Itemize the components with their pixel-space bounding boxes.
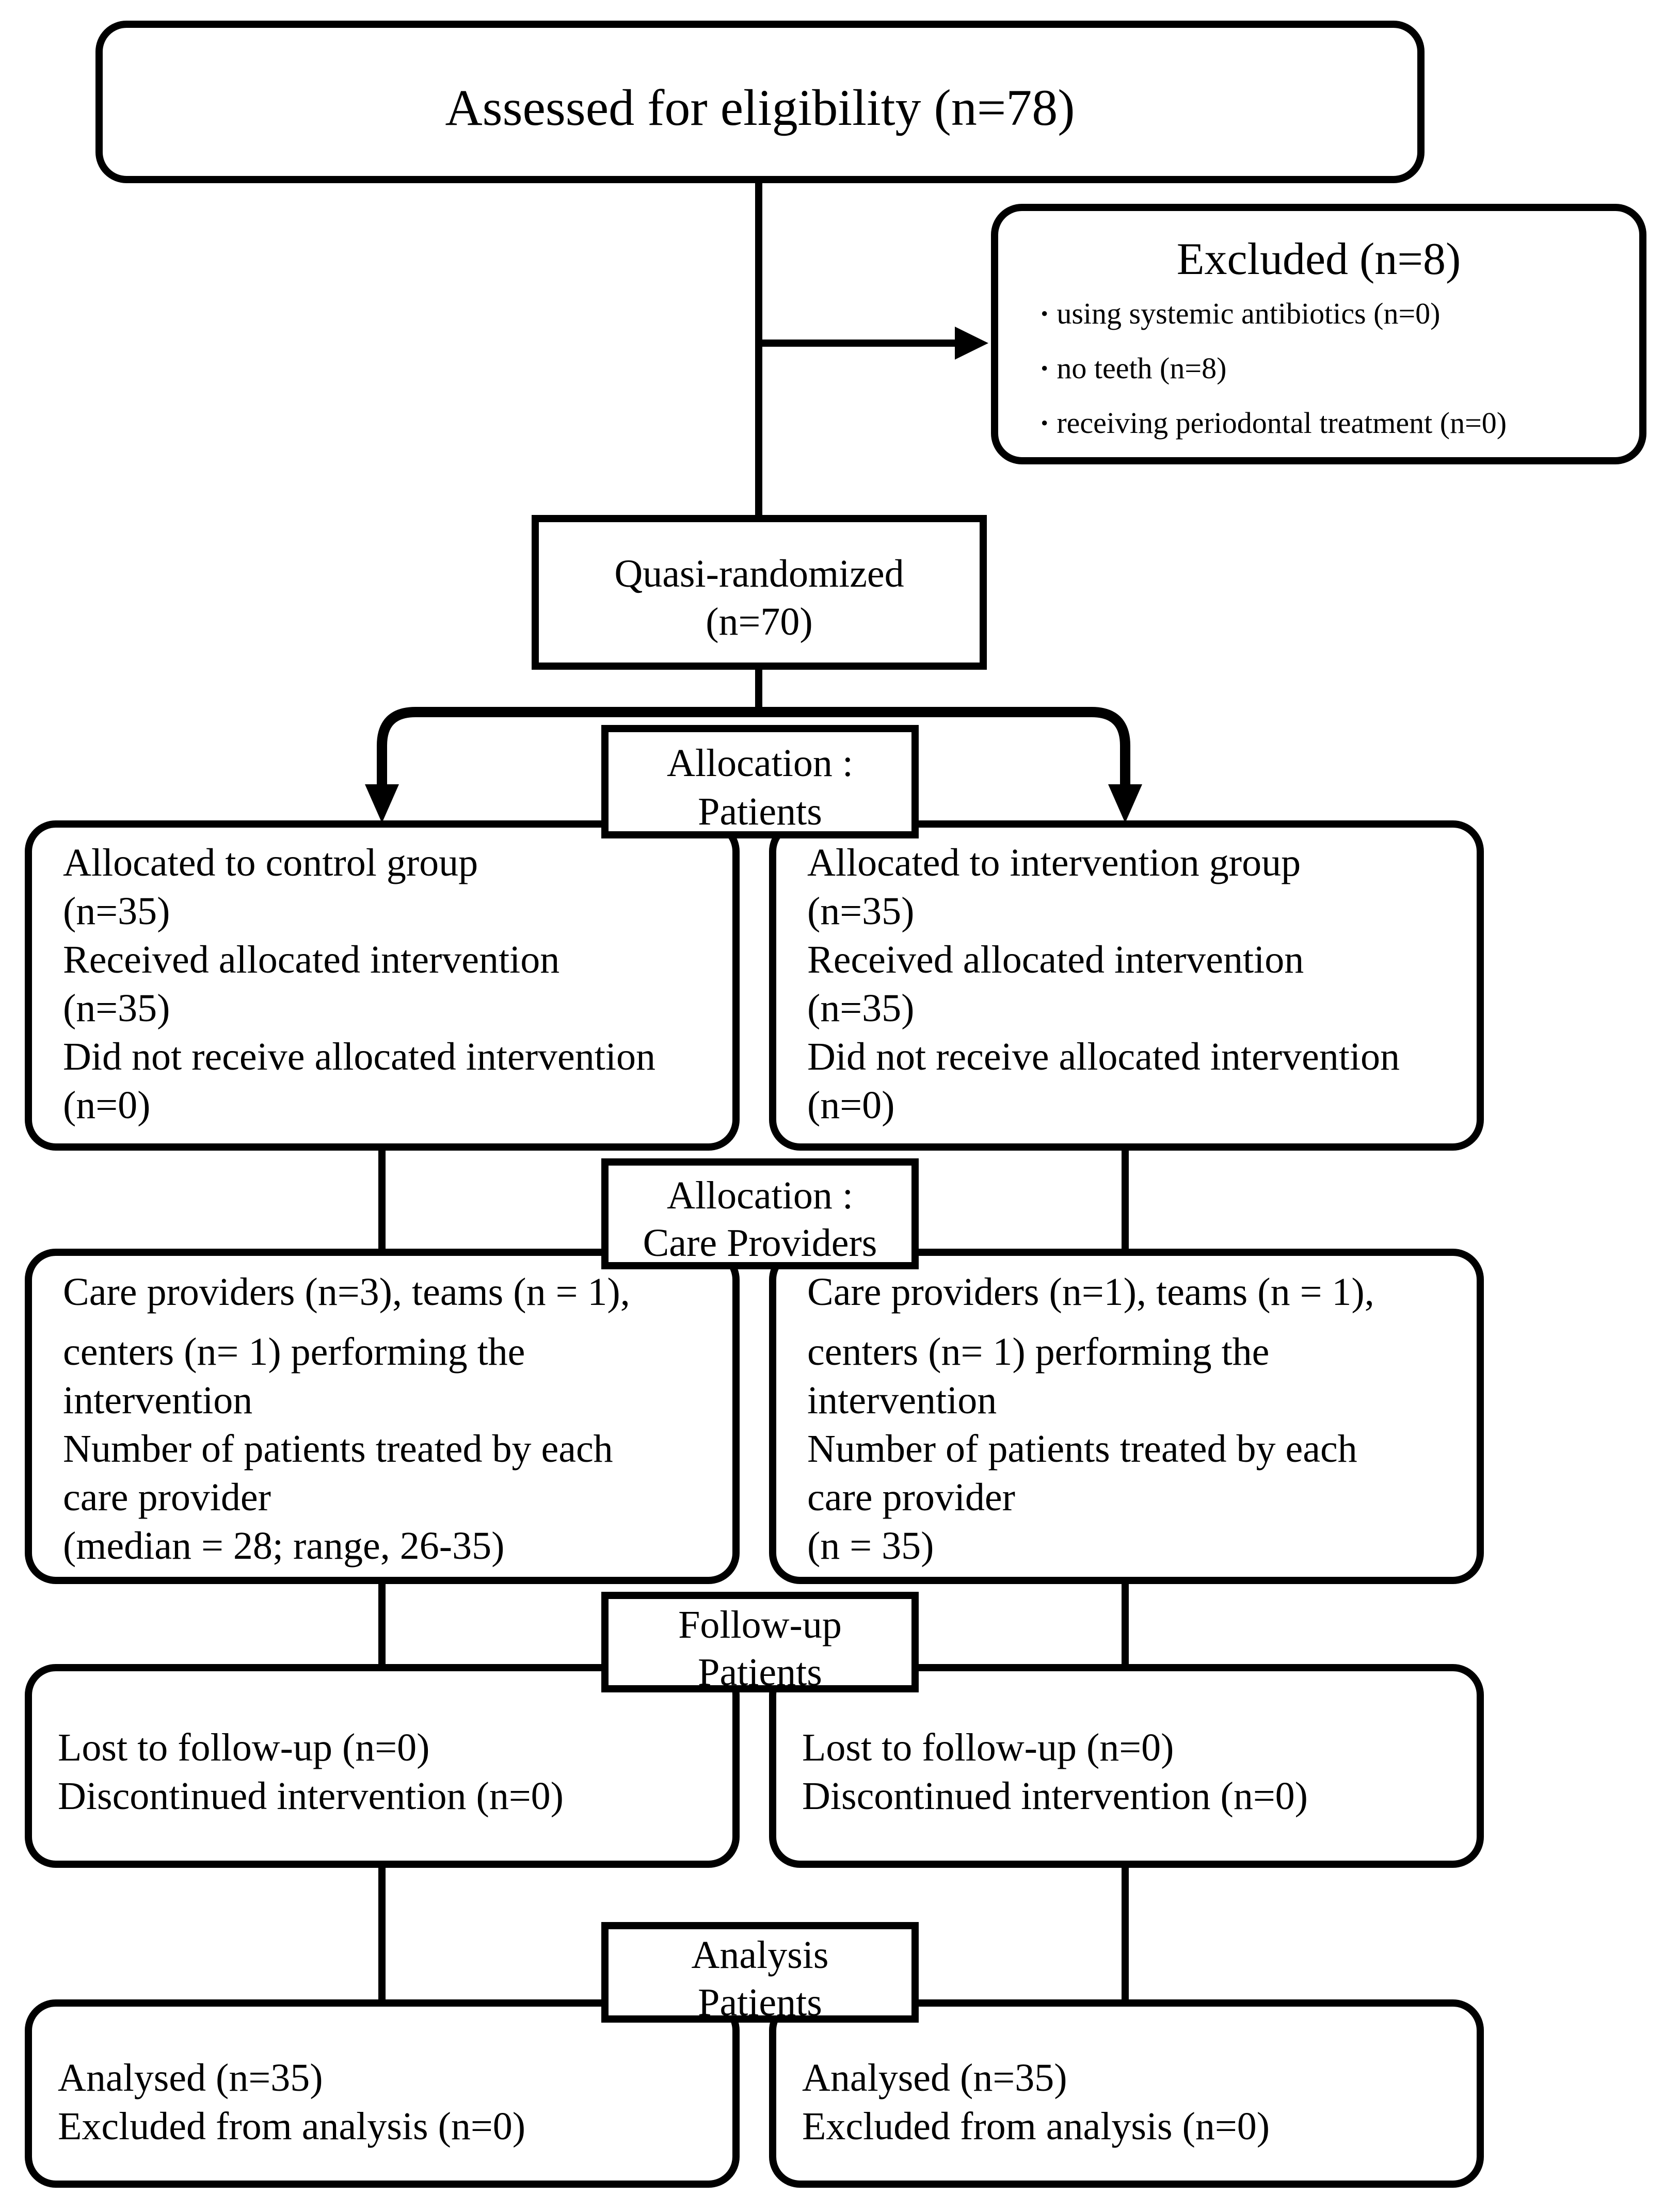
control-care-line: centers (n= 1) performing the xyxy=(63,1330,525,1374)
excluded-title: Excluded (n=8) xyxy=(1176,234,1461,284)
intervention-care-line: Number of patients treated by each xyxy=(807,1427,1357,1471)
intervention-followup-line: Lost to follow-up (n=0) xyxy=(802,1726,1174,1769)
stage-label-line: Patients xyxy=(698,1981,822,2024)
control-analysis-line: Excluded from analysis (n=0) xyxy=(58,2105,526,2148)
control-care-line: (median = 28; range, 26-35) xyxy=(63,1524,505,1568)
split-left-curve xyxy=(377,707,759,789)
stage-label-line: Analysis xyxy=(691,1933,829,1977)
excluded-box: Excluded (n=8) using systemic antibiotic… xyxy=(991,204,1646,464)
arrowhead-left xyxy=(365,784,399,823)
intervention-care-line: (n = 35) xyxy=(807,1524,934,1568)
randomized-label: Quasi-randomized xyxy=(614,552,904,595)
intervention-allocation-line: Allocated to intervention group xyxy=(807,841,1301,884)
intervention-allocation-box: Allocated to intervention group (n=35) R… xyxy=(769,820,1484,1151)
allocation-care-label: Allocation : Care Providers xyxy=(601,1158,919,1269)
intervention-care-line: centers (n= 1) performing the xyxy=(807,1330,1270,1374)
excluded-reason: no teeth (n=8) xyxy=(1039,353,1226,383)
followup-label: Follow-up Patients xyxy=(601,1592,919,1692)
control-allocation-line: Allocated to control group xyxy=(63,841,478,884)
excluded-reason: using systemic antibiotics (n=0) xyxy=(1039,299,1440,329)
stage-label-line: Patients xyxy=(698,790,822,833)
control-care-line: Care providers (n=3), teams (n = 1), xyxy=(63,1270,630,1314)
split-right-curve xyxy=(759,707,1130,789)
intervention-care-line: care provider xyxy=(807,1476,1015,1519)
allocation-patients-label: Allocation : Patients xyxy=(601,725,919,838)
arrowhead-excluded xyxy=(955,327,988,360)
intervention-followup-box: Lost to follow-up (n=0) Discontinued int… xyxy=(769,1664,1484,1868)
stage-label-line: Patients xyxy=(698,1651,822,1694)
intervention-allocation-line: Received allocated intervention xyxy=(807,938,1304,981)
excluded-reason: receiving periodontal treatment (n=0) xyxy=(1039,408,1507,438)
control-allocation-line: (n=0) xyxy=(63,1084,151,1127)
intervention-analysis-line: Analysed (n=35) xyxy=(802,2056,1067,2100)
control-analysis-line: Analysed (n=35) xyxy=(58,2056,323,2100)
intervention-allocation-line: (n=35) xyxy=(807,987,915,1030)
intervention-care-line: intervention xyxy=(807,1379,997,1422)
control-followup-box: Lost to follow-up (n=0) Discontinued int… xyxy=(25,1664,740,1868)
intervention-allocation-line: (n=35) xyxy=(807,890,915,933)
randomized-box: Quasi-randomized (n=70) xyxy=(532,515,987,670)
control-allocation-line: Did not receive allocated intervention xyxy=(63,1035,655,1078)
assessed-text: Assessed for eligibility (n=78) xyxy=(445,79,1075,136)
intervention-analysis-line: Excluded from analysis (n=0) xyxy=(802,2105,1270,2148)
intervention-analysis-box: Analysed (n=35) Excluded from analysis (… xyxy=(769,1999,1484,2188)
intervention-allocation-line: (n=0) xyxy=(807,1084,895,1127)
stage-label-line: Allocation : xyxy=(667,1174,853,1217)
control-care-line: care provider xyxy=(63,1476,271,1519)
control-allocation-line: (n=35) xyxy=(63,890,170,933)
control-allocation-line: Received allocated intervention xyxy=(63,938,560,981)
control-allocation-box: Allocated to control group (n=35) Receiv… xyxy=(25,820,740,1151)
control-care-box: Care providers (n=3), teams (n = 1), cen… xyxy=(25,1249,740,1584)
stage-label-line: Care Providers xyxy=(643,1221,877,1265)
control-analysis-box: Analysed (n=35) Excluded from analysis (… xyxy=(25,1999,740,2188)
stage-label-line: Follow-up xyxy=(678,1603,842,1646)
intervention-care-line: Care providers (n=1), teams (n = 1), xyxy=(807,1270,1374,1314)
arrowhead-right xyxy=(1108,784,1142,823)
intervention-allocation-line: Did not receive allocated intervention xyxy=(807,1035,1400,1078)
control-followup-line: Lost to follow-up (n=0) xyxy=(58,1726,430,1769)
randomized-count: (n=70) xyxy=(706,600,813,643)
control-allocation-line: (n=35) xyxy=(63,987,170,1030)
intervention-followup-line: Discontinued intervention (n=0) xyxy=(802,1774,1308,1818)
intervention-care-box: Care providers (n=1), teams (n = 1), cen… xyxy=(769,1249,1484,1584)
assessed-box: Assessed for eligibility (n=78) xyxy=(95,21,1425,183)
analysis-label: Analysis Patients xyxy=(601,1922,919,2023)
control-care-line: intervention xyxy=(63,1379,253,1422)
control-care-line: Number of patients treated by each xyxy=(63,1427,613,1471)
control-followup-line: Discontinued intervention (n=0) xyxy=(58,1774,564,1818)
stage-label-line: Allocation : xyxy=(667,741,853,785)
